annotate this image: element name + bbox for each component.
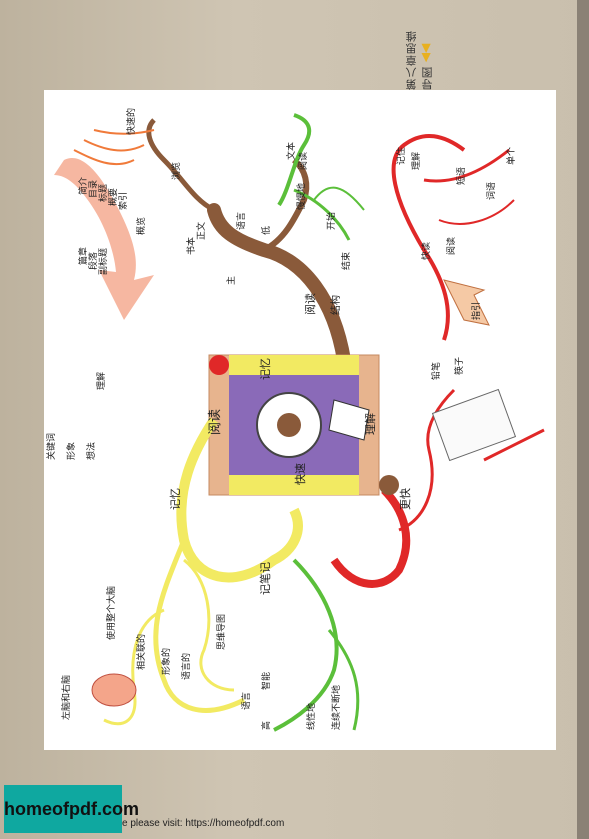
- faster-fast: 快读: [420, 242, 432, 260]
- faster-read: 阅读: [445, 237, 457, 255]
- faster-guide: 指引: [470, 302, 482, 320]
- chapter-arrows-icon: ▶▶: [420, 43, 435, 63]
- read-slow: 低: [260, 226, 272, 235]
- read-branch-label: 阅读: [303, 293, 317, 315]
- faster-single: 单个: [505, 147, 517, 165]
- center-corner-red: [209, 355, 229, 375]
- read-browse: 浏览: [170, 162, 182, 180]
- red-branch-lower: [330, 487, 411, 588]
- memory-green-2: [327, 629, 360, 731]
- center-frame-top: [229, 355, 359, 375]
- faster-words: 短语: [455, 167, 467, 185]
- memory-language: 语言: [240, 692, 252, 710]
- pen-illustration: [483, 428, 545, 462]
- center-understand: 理解: [363, 413, 377, 435]
- trunk-sub: [262, 157, 310, 253]
- memory-verbal: 语言的: [180, 653, 192, 680]
- summary-arrow: [54, 158, 154, 320]
- read-image: 形象: [65, 442, 77, 460]
- center-fast: 快速: [294, 463, 307, 485]
- memory-branch-2: [153, 539, 246, 713]
- footer-note[interactable]: e please visit: https://homeofpdf.com: [122, 818, 285, 829]
- brain-icon: [91, 673, 137, 707]
- read-overview-3: 标题: [97, 184, 109, 202]
- memory-smart: 智能: [260, 672, 272, 690]
- memory-continuous: 连续不断地: [330, 685, 342, 730]
- paper-illustration: [431, 388, 517, 462]
- summary-lines: [73, 129, 155, 166]
- read-main-text: 正文: [195, 222, 207, 240]
- red-branch-top-2: [423, 148, 510, 183]
- center-corner-brown: [379, 475, 399, 495]
- memory-high: 高: [260, 721, 272, 730]
- green-branch: [277, 113, 312, 207]
- center-frame-bottom: [229, 475, 359, 495]
- memory-branch: [176, 417, 303, 583]
- guide-arrow: [443, 279, 490, 326]
- eye-pupil: [277, 413, 301, 437]
- center-remember: 记忆: [259, 358, 272, 380]
- memory-left-right: 左脑和右脑: [60, 675, 72, 720]
- memory-branch-label: 记忆: [169, 488, 182, 510]
- faster-branch-label: 更快: [399, 488, 412, 510]
- red-branch-lower-2: [398, 388, 456, 532]
- green-branch-3: [313, 186, 365, 211]
- read-start: 开始: [325, 212, 337, 230]
- read-book: 书本: [185, 237, 197, 255]
- memory-notes: 记笔记: [258, 562, 272, 595]
- read-keywords: 关键词: [45, 433, 57, 460]
- read-overview-1: 简介: [77, 177, 89, 195]
- read-overview-5: 索引: [117, 192, 129, 210]
- memory-branch-4: [183, 558, 235, 692]
- red-branch-top-3: [438, 199, 515, 225]
- read-read: 阅读: [297, 152, 309, 170]
- read-slowly: 慢慢地: [295, 183, 307, 210]
- mind-map-card: 阅读 记忆 理解 快速 阅读 文本 阅读 开始 结束 低 慢慢地 快速的 浏览 …: [44, 90, 556, 750]
- read-conclusion: 结束: [340, 252, 352, 270]
- read-stack-3: 副标题: [97, 248, 109, 275]
- read-idea: 想法: [85, 442, 97, 460]
- faster-pen: 铅笔: [430, 362, 442, 380]
- footer-logo[interactable]: homeofpdf.com: [4, 785, 139, 833]
- read-structure: 结构: [329, 295, 342, 315]
- read-main: 主: [225, 276, 237, 285]
- green-branch-2: [293, 188, 351, 241]
- page-edge: [577, 0, 589, 839]
- read-overview-2: 目录: [88, 180, 99, 198]
- faster-word: 词语: [486, 182, 497, 200]
- read-understand: 理解: [95, 372, 107, 390]
- red-branch-top: [391, 133, 466, 341]
- read-stack-2: 段落: [87, 252, 99, 270]
- memory-whole-brain: 使用整个大脑: [105, 586, 117, 640]
- book-icon: [328, 399, 370, 441]
- memory-mind-map: 思维导图: [215, 614, 227, 650]
- trunk-branch: [207, 203, 351, 367]
- memory-linear: 线性地: [305, 703, 317, 730]
- read-stack-1: 篇章: [77, 247, 89, 265]
- memory-associated: 相关联的: [135, 634, 147, 670]
- read-summary: 概览: [135, 217, 147, 235]
- read-overview-4: 概要: [107, 188, 119, 206]
- center-read: 阅读: [208, 409, 223, 435]
- faster-remember: 记住: [395, 147, 407, 165]
- faster-understand: 理解: [410, 152, 422, 170]
- read-language: 语言: [235, 212, 247, 230]
- mind-map-svg: 阅读 记忆 理解 快速 阅读 文本 阅读 开始 结束 低 慢慢地 快速的 浏览 …: [45, 108, 545, 732]
- memory-green: [273, 558, 339, 732]
- read-fast-speed: 快速的: [125, 108, 137, 135]
- faster-chopsticks: 筷子: [453, 357, 465, 375]
- memory-imagery: 形象的: [160, 648, 172, 675]
- read-text: 文本: [285, 142, 297, 160]
